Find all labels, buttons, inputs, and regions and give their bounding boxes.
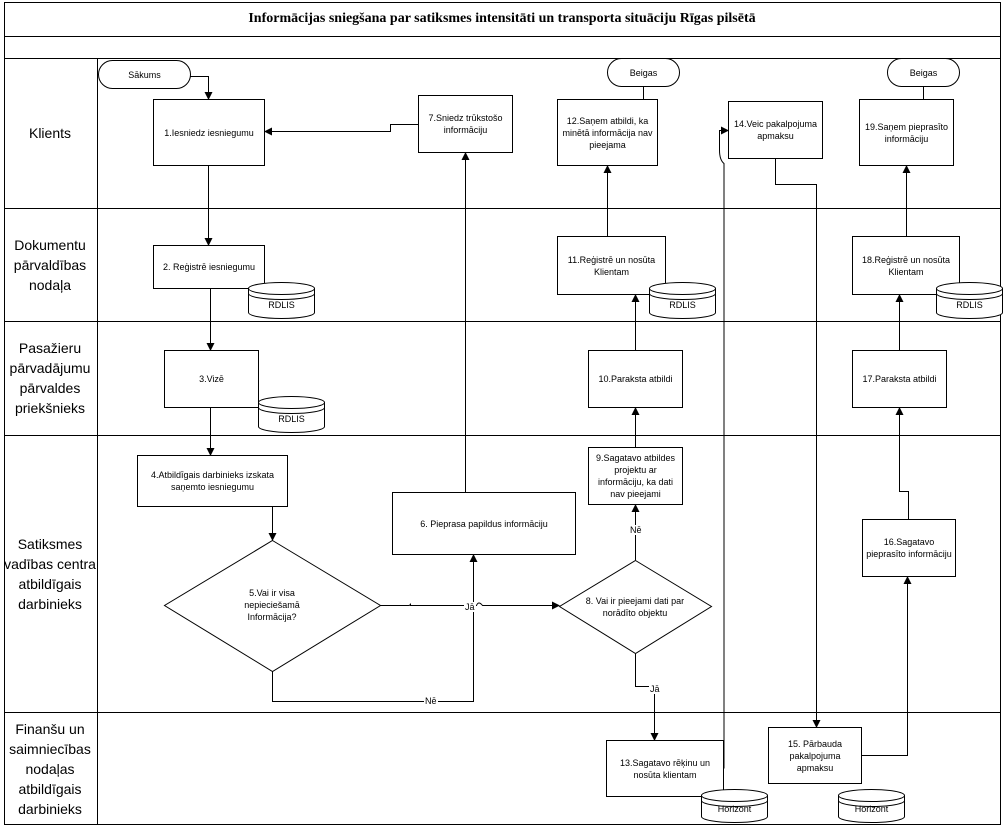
edge-7-1 (264, 124, 419, 136)
db-4-label: RDLIS (956, 300, 983, 310)
start-terminal: Sākums (128, 69, 161, 80)
edge-14-15 (775, 159, 821, 728)
step-11: 11.Reģistrē un nosūta Klientam (567, 254, 656, 277)
start-terminal-shape (98, 60, 191, 89)
step-15: 15. Pārbauda pakalpojuma apmaksu (787, 738, 843, 773)
step-1: 1.Iesniedz iesniegumu (164, 127, 254, 138)
step-12: 12.Saņem atbildi, ka minētā informācija … (562, 115, 653, 150)
step-4-shape (137, 455, 288, 507)
step-17-shape (852, 350, 947, 408)
step-3: 3.Vizē (199, 374, 224, 384)
step-11-shape (557, 236, 666, 295)
end-terminal-shape-1 (607, 58, 680, 87)
step-8: 8. Vai ir pieejami dati par norādīto obj… (585, 596, 685, 618)
db-4-shape (936, 282, 1003, 319)
step-15-shape (768, 727, 862, 784)
step-10: 10.Paraksta atbildi (598, 374, 673, 384)
step-18: 18.Reģistrē un nosūta Klientam (861, 254, 951, 277)
step-13: 13.Sagatavo rēķinu un nosūta klientam (619, 757, 711, 780)
edge-5-6-ne (272, 554, 478, 702)
step-17: 17.Paraksta atbildi (862, 374, 937, 384)
step-6: 6. Pieprasa papildus informāciju (420, 518, 548, 529)
db-3-shape (649, 282, 716, 319)
db-6-shape (838, 789, 905, 823)
db-3-label: RDLIS (669, 300, 696, 310)
db-5-label: Horizont (717, 804, 752, 814)
edge-label-ja-2: Jā (649, 684, 661, 694)
step-16: 16.Sagatavo pieprasīto informāciju (866, 537, 952, 559)
db-2-label: RDLIS (278, 414, 305, 424)
step-4: 4.Atbildīgais darbinieks izskata saņemto… (150, 470, 275, 492)
step-2: 2. Reģistrē iesniegumu (162, 262, 256, 272)
step-2-shape (153, 245, 265, 289)
step-14: 14.Veic pakalpojuma apmaksu (733, 119, 818, 141)
step-8-shape (558, 559, 713, 655)
lane-dokumentu: Dokumentu pārvaldības nodaļa (13, 236, 87, 293)
lane-pasazieru: Pasažieru pārvadājumu pārvaldes priekšni… (9, 340, 91, 416)
edge-label-ne-1: Nē (424, 696, 438, 706)
diagram-title: Informācijas sniegšana par satiksmes int… (248, 11, 756, 26)
step-16-shape (862, 519, 956, 577)
end-terminal-2: Beigas (909, 67, 938, 78)
edge-start-1 (190, 76, 213, 100)
step-10-shape (588, 350, 683, 408)
db-1-shape (248, 282, 315, 319)
step-1-shape (153, 99, 265, 166)
lane-satiksmes: Satiksmes vadības centra atbildīgais dar… (4, 535, 96, 612)
db-5-shape (701, 789, 768, 823)
step-9: 9.Sagatavo atbildes projektu ar informāc… (595, 453, 676, 499)
lane-finansu: Finanšu un saimniecības nodaļas atbildīg… (9, 720, 91, 817)
end-terminal-shape-2 (887, 58, 960, 87)
edge-16-17 (895, 407, 909, 519)
step-19: 19.Saņem pieprasīto informāciju (864, 121, 949, 144)
step-3-shape (164, 350, 259, 408)
edge-label-ne-2: Nē (629, 525, 643, 535)
edge-label-ja-1: Jā (464, 602, 476, 612)
db-2-shape (258, 396, 325, 433)
edge-5-8-ja (380, 601, 560, 610)
step-14-shape (728, 101, 823, 159)
step-7-shape (418, 95, 513, 153)
step-12-shape (557, 99, 658, 166)
step-9-shape (588, 447, 683, 505)
step-7: 7.Sniedz trūkstošo informāciju (428, 113, 503, 135)
lane-klients: Klients (28, 125, 72, 141)
outer-frame (4, 2, 1001, 825)
db-6-label: Horizont (854, 804, 889, 814)
db-1-label: RDLIS (268, 300, 295, 310)
edge-8-13-ja (635, 654, 659, 741)
edge-15-16 (862, 576, 912, 756)
step-6-shape (392, 492, 576, 555)
end-terminal-1: Beigas (629, 67, 658, 78)
edge-13-14 (719, 126, 729, 769)
step-5: 5.Vai ir visa nepieciešamā Informācija? (244, 588, 300, 622)
